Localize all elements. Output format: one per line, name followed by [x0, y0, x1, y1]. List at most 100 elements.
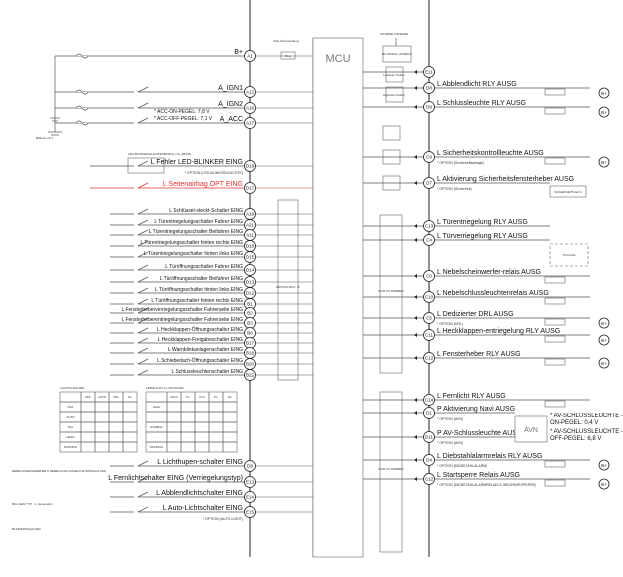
left-pin-label: L Heckklappen-Öffnungsschalter EING: [157, 326, 243, 333]
pin-id: A17: [246, 121, 255, 126]
pin-id: D16: [246, 244, 255, 249]
table-col-header: FL2: [199, 395, 205, 399]
pin-id: A11: [246, 233, 254, 238]
table-row-header: OFF: [68, 405, 74, 409]
pin-id: E13: [246, 480, 255, 485]
connector-pin: [244, 491, 256, 503]
driver-ic-2: [379, 391, 403, 553]
pin-id: D4: [426, 458, 432, 463]
right-pin-label: L Türverriegelung RLY AUSG: [437, 233, 528, 240]
left-pin-label: L Türöffnungsschalter hinten links EING: [155, 287, 243, 293]
left-pin-label: A_IGN2: [218, 101, 243, 108]
pin-id: B3: [247, 321, 253, 326]
pin-id: D14: [246, 268, 255, 273]
pin-id: A16: [246, 106, 255, 111]
driver-ic-1: [379, 214, 403, 374]
pin-id: B22: [246, 373, 255, 378]
right-pin-label: L Nebelschlussleuchtenrelais AUSG: [437, 290, 549, 297]
b-plus-terminal: [598, 478, 610, 490]
left-pin-label: L Türentriegelungsschalter hinten links …: [144, 251, 243, 257]
pin-id: C9: [426, 155, 432, 160]
left-pin-label: L Türentriegelungsschalter hinten rechts…: [140, 240, 243, 246]
connector-pin: [423, 291, 435, 303]
left-pin-label: L Türöffnungsschalter Beifahrer EING: [160, 276, 243, 282]
left-pin-note: * OPTION (LED-BLINKERLEUCHTE): [185, 171, 243, 175]
left-pin-label: L Lichthupen-schalter EING: [157, 459, 243, 466]
connector-pin: [423, 352, 435, 364]
driver-ic-2-label: RCR LS-TREIBER: [378, 467, 404, 471]
connector-pin: [423, 394, 435, 406]
pin-id: D17: [246, 186, 255, 191]
right-pin-label: L Fensterheber RLY AUSG: [437, 351, 521, 358]
connector-pin: [423, 234, 435, 246]
pin-id: B2: [247, 311, 253, 316]
connector-pin: [244, 506, 256, 518]
connector-pin: [423, 312, 435, 324]
b-plus-terminal: [598, 317, 610, 329]
connector-pin: [244, 102, 256, 114]
pin-id: D8: [247, 464, 253, 469]
right-pin-label: L Heckklappen-entriegelung RLY AUSG: [437, 328, 560, 335]
pin-id: A12: [246, 90, 255, 95]
right-pin-label: L Diebstahlalarmrelais RLY AUSG: [437, 453, 542, 460]
right-pin-label: P Aktivierung Navi AUSG: [437, 406, 515, 413]
connector-pin: [423, 431, 435, 443]
door-module: [549, 243, 589, 267]
table-col-header: HL: [128, 395, 132, 399]
b-plus-label: B+: [601, 160, 607, 165]
connector-pin: [423, 101, 435, 113]
pin-id: C12: [425, 477, 434, 482]
b-plus-label: B+: [601, 321, 607, 326]
table-row-header: NORMAL: [150, 425, 163, 429]
b-plus-label: B+: [601, 361, 607, 366]
connector-pin: [244, 117, 256, 129]
avn-note: * AV-SCHLUSSLEUCHTE -ON-PEGEL: 0,4 V: [550, 413, 623, 426]
table-row-header: PASSING: [64, 445, 78, 449]
right-pin-label: L Sicherheitskontrollleuchte AUSG: [437, 150, 544, 157]
pin-id: D11: [425, 435, 433, 440]
door-module-label: Türmodul: [563, 253, 576, 257]
left-pin-label: A_IGN1: [218, 85, 243, 92]
footnote: BxG-GEN TYP - 1. Generation: [12, 502, 53, 506]
right-pin-note: * OPTION (DIEBSTAHLALARM): [437, 464, 487, 468]
pin-id: D16: [246, 164, 255, 169]
b-plus-label: B+: [601, 110, 607, 115]
switch-ic: [277, 199, 299, 381]
safety-ecu: [549, 185, 587, 198]
left-pin-label: L Türentriegelungsschalter Fahrer EING: [154, 219, 243, 225]
pin-id: D13: [246, 280, 255, 285]
pin-id: B18: [246, 351, 255, 356]
driver-label: Lowside-Treiber: [383, 73, 404, 77]
right-pin-label: L Schlussleuchte RLY AUSG: [437, 100, 526, 107]
pin-id: D7: [426, 181, 432, 186]
left-pin-label: L Schlüssel-steckt-Schalter EING: [169, 208, 243, 214]
right-pin-note: * OPTION (DIEBSTAHLALARMRELAIS & WEGFAHR…: [437, 483, 536, 487]
table-title: FERNLICHT & LICHTHUPE: [146, 386, 183, 390]
safety-ecu-label: SICHERHEITS-ECU: [554, 190, 582, 194]
pin-id: E14: [246, 495, 255, 500]
pin-id: A1: [247, 54, 253, 59]
pin-id: C13: [425, 224, 434, 229]
connector-pin: [423, 270, 435, 282]
pin-id: E15: [246, 510, 255, 515]
table-col-header: HIGH: [170, 395, 178, 399]
left-pin-label: L Fehler LED-BLINKER EING: [151, 159, 243, 166]
connector-pin: [423, 151, 435, 163]
b-plus-terminal: [598, 334, 610, 346]
mcu-label: MCU: [325, 53, 350, 65]
footnote: NEBELSCHEINWERFER & NEBELSCHLUSSLEUCHTEN…: [12, 469, 107, 473]
vbat-monitor-label: Vbat Überwachung: [273, 39, 299, 43]
table-row-header: PASSING: [150, 445, 164, 449]
b-plus-terminal: [598, 156, 610, 168]
acc-note: * ACC-ON-PEGEL: 7,8 V: [154, 109, 210, 115]
connector-pin: [423, 407, 435, 419]
left-pin-label: L Türöffnungsschalter Fahrer EING: [165, 264, 243, 270]
right-pin-label: P AV-Schlussleuchte AUSG: [437, 430, 522, 437]
left-pin-label: A_ACC: [220, 116, 243, 123]
table-row-header: TAIL: [67, 425, 73, 429]
connector-pin: [423, 82, 435, 94]
switch-ic-label: SWITCH MUX. IC: [276, 285, 301, 289]
pin-id: C12: [425, 356, 434, 361]
table-col-header: HL: [228, 395, 232, 399]
